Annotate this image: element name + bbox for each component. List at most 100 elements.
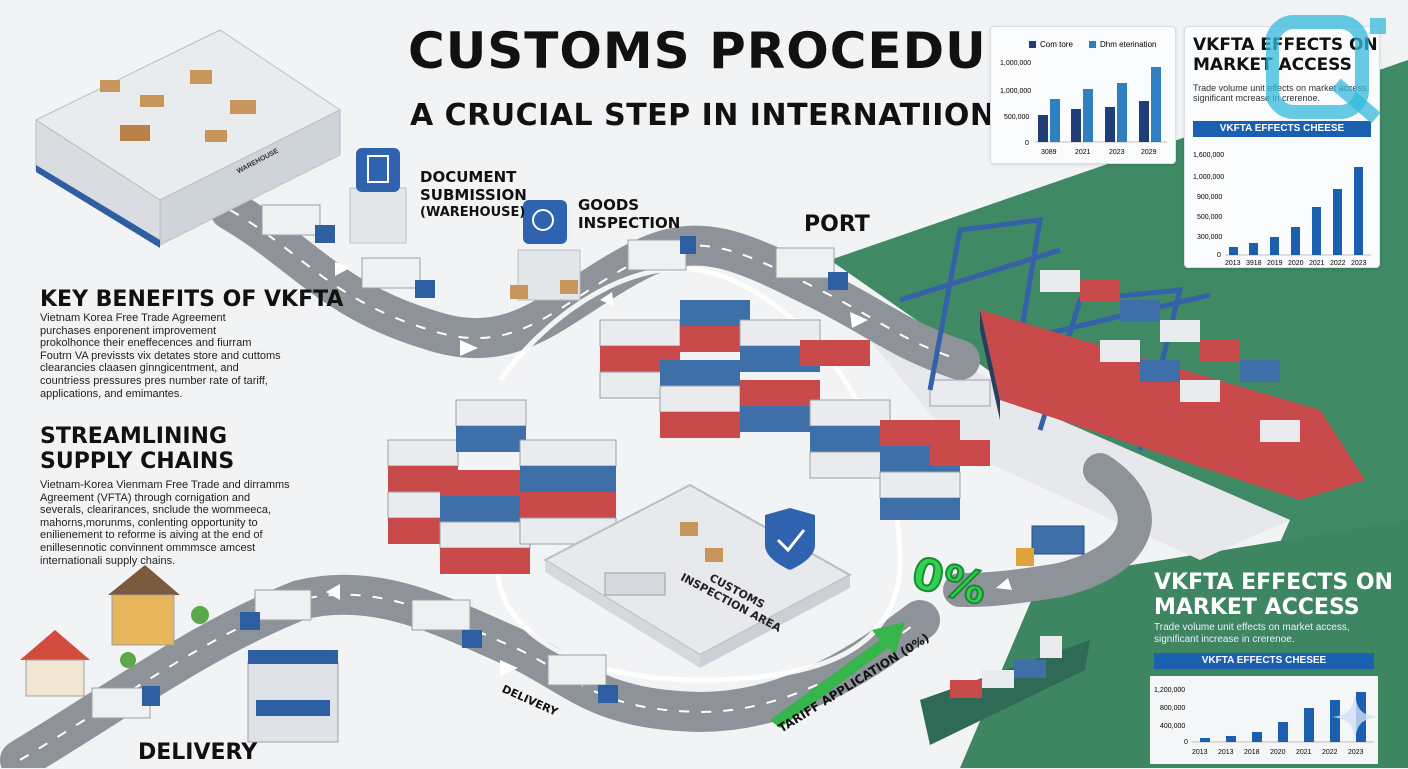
text-line: Trade volume unit effects on market acce…	[1154, 622, 1350, 633]
bar	[1050, 99, 1060, 142]
text-line: purchases enporenent improvement	[40, 324, 217, 337]
text-line: Vietnam-Korea Vienmam Free Trade and dir…	[40, 479, 290, 491]
bar	[1083, 89, 1093, 142]
x-tick: 2029	[1141, 149, 1157, 156]
label-line: SUBMISSION	[420, 186, 527, 204]
y-tick: 0	[1025, 140, 1029, 147]
heading-line: SUPPLY CHAINS	[40, 449, 235, 474]
container-ship	[980, 270, 1365, 500]
top-chart: Com tore Dhm eterination 1,000,000 1,000…	[1000, 40, 1167, 156]
shop	[247, 650, 339, 743]
tariff-arrow	[770, 622, 905, 728]
y-tick: 0	[1217, 252, 1221, 259]
bar	[1139, 101, 1149, 142]
bar	[1117, 83, 1127, 142]
y-tick: 500,000	[1197, 214, 1222, 221]
text-line: applications, and emimantes.	[40, 387, 183, 400]
x-tick: 2023	[1348, 749, 1364, 756]
x-tick: 2021	[1075, 149, 1091, 156]
label-line: DOCUMENT	[420, 168, 517, 186]
x-tick: 2013	[1218, 749, 1234, 756]
bar	[1333, 189, 1342, 255]
road-arrows	[326, 262, 1012, 676]
text-line: prokolhonce their eneffecences and fiurr…	[40, 337, 252, 350]
bar	[1105, 107, 1115, 142]
legend-swatch	[1089, 41, 1096, 48]
text-line: severals, clearirances, snclude the womm…	[40, 504, 272, 517]
bottom-right-banner: VKFTA EFFECTS CHESEE	[1154, 653, 1374, 669]
bar	[1151, 67, 1161, 142]
supply-heading: STREAMLINING SUPPLY CHAINS	[40, 424, 234, 474]
supply-paragraph: Vietnam-Korea Vienmam Free Trade and dir…	[40, 479, 300, 567]
x-tick: 2023	[1109, 149, 1125, 156]
y-tick: 500,000	[1004, 114, 1029, 121]
container-stack-left	[387, 399, 617, 574]
truck	[1016, 525, 1085, 566]
y-tick: 400,000	[1160, 723, 1185, 730]
label-line: (WAREHOUSE)	[420, 205, 526, 220]
text-line: mahorns,morunms, conlenting opportunity …	[40, 516, 258, 529]
customs-area-illustration	[542, 483, 853, 668]
truck	[261, 204, 335, 243]
bar	[1291, 227, 1300, 255]
truck	[547, 654, 618, 703]
bar	[1038, 115, 1048, 142]
document-submission-label: DOCUMENT SUBMISSION (WAREHOUSE)	[420, 168, 527, 222]
benefits-paragraph: Vietnam Korea Free Trade Agreement purch…	[40, 312, 290, 400]
x-tick: 2019	[1267, 260, 1283, 267]
x-tick: 2013	[1225, 260, 1241, 267]
road-right	[943, 453, 1152, 607]
truck	[627, 236, 696, 271]
sparkle-icon	[1332, 694, 1378, 740]
text-line: enillesennotic convinnent ommmsce amcest	[40, 541, 256, 554]
heading-line: VKFTA EFFECTS ON	[1193, 35, 1378, 55]
x-tick: 2022	[1322, 749, 1338, 756]
x-tick: 2021	[1309, 260, 1325, 267]
x-tick: 2023	[1351, 260, 1367, 267]
document-kiosk-illustration	[349, 148, 407, 244]
y-tick: 1,000,000	[1193, 174, 1224, 181]
text-line: Trade volume unit effects on market acce…	[1193, 83, 1370, 93]
text-line: countriess pressures pres number rate of…	[40, 374, 268, 387]
x-tick: 2021	[1296, 749, 1312, 756]
right-card-description: Trade volume unit effects on market acce…	[1193, 83, 1369, 103]
heading-line: VKFTA EFFECTS ON	[1154, 570, 1393, 595]
text-line: significant mcrease in crerenoe.	[1193, 93, 1321, 103]
bottom-right-chart-card: 1,200,000 800,000 400,000 0 2013 2013 20…	[1150, 676, 1378, 764]
bar	[1270, 237, 1279, 255]
truck	[411, 599, 482, 648]
right-card-banner: VKFTA EFFECTS CHEESE	[1193, 121, 1371, 137]
x-tick: 2020	[1288, 260, 1304, 267]
bar	[1071, 109, 1081, 142]
port-label: PORT	[804, 212, 870, 237]
goods-inspection-illustration	[510, 200, 581, 301]
bottom-right-heading: VKFTA EFFECTS ON MARKET ACCESS	[1154, 570, 1393, 620]
text-line: Agreement (VFTA) through cornigation and	[40, 491, 251, 504]
y-tick: 1,600,000	[1193, 152, 1224, 159]
text-line: clearancies claasen ginngicentment, and	[40, 362, 239, 375]
y-tick: 800,000	[1160, 705, 1185, 712]
delivery-label: DELIVERY	[138, 740, 258, 765]
bars	[1038, 67, 1161, 142]
legend-label: Com tore	[1040, 40, 1073, 49]
bar	[1226, 736, 1236, 742]
bar	[1229, 247, 1238, 255]
bar	[1252, 732, 1262, 742]
x-tick: 2022	[1330, 260, 1346, 267]
small-ship	[920, 636, 1090, 745]
page-title: CUSTOMS PROCEDURE	[408, 22, 1062, 80]
label-line: INSPECTION	[578, 214, 681, 232]
y-tick: 1,000,000	[1000, 88, 1031, 95]
x-tick: 2020	[1270, 749, 1286, 756]
x-tick: 3918	[1246, 260, 1262, 267]
text-line: Foutrn VA previssts vix detates store an…	[40, 349, 281, 362]
bar	[1278, 722, 1288, 742]
road-lower	[0, 574, 940, 768]
x-tick: 2018	[1244, 749, 1260, 756]
label-line: GOODS	[578, 196, 640, 214]
bar	[1200, 738, 1210, 742]
truck	[775, 247, 848, 290]
right-card-chart: 1,600,000 1,000,000 900,000 500,000 300,…	[1193, 152, 1371, 267]
top-chart-card: Com tore Dhm eterination 1,000,000 1,000…	[990, 26, 1176, 164]
bar	[1354, 167, 1363, 255]
